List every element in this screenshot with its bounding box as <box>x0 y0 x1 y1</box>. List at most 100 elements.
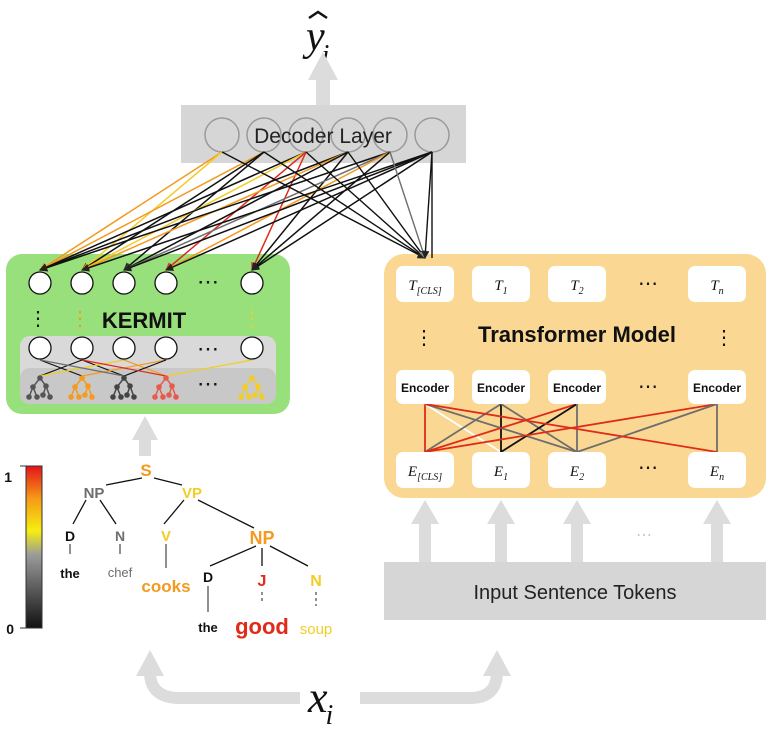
input-label: xi <box>307 673 333 731</box>
kermit-inner-line <box>81 359 125 377</box>
output-token: T1 <box>472 266 530 302</box>
subtree-node <box>37 375 43 381</box>
decoder-to-transformer-arrow <box>221 151 426 259</box>
svg-text:yi: yi <box>302 14 329 71</box>
tree-word-chef: chef <box>108 565 133 580</box>
subtree-node <box>160 394 166 400</box>
tree-node-J: J <box>258 573 267 590</box>
input-token-arrow <box>487 500 515 562</box>
subtree-node <box>121 375 127 381</box>
tree-word-the: the <box>60 566 80 581</box>
embedding-token-box <box>548 452 606 488</box>
input-tokens-label: Input Sentence Tokens <box>473 582 676 604</box>
tree-node-D: D <box>65 528 75 544</box>
encoder-label: Encoder <box>553 381 601 395</box>
tree-to-kermit-arrow <box>132 416 158 456</box>
subtree-node <box>110 394 116 400</box>
kermit-mid-ellipsis: ⋯ <box>197 336 219 361</box>
input-token-arrow <box>563 500 591 562</box>
subtree-node <box>131 394 137 400</box>
subtree-node <box>156 384 162 390</box>
svg-text:xi: xi <box>307 673 333 731</box>
tree-node-S: S <box>140 461 151 480</box>
subtree-node <box>118 394 124 400</box>
decoder-to-transformer-arrow <box>421 151 433 259</box>
tree-node-N: N <box>115 528 125 544</box>
subtree-node <box>249 375 255 381</box>
encoder-box <box>472 370 530 404</box>
subtree-node <box>79 375 85 381</box>
embedding-token-box <box>688 452 746 488</box>
input-arrow-head <box>487 500 515 524</box>
encoder-block: Encoder <box>396 370 454 404</box>
subtree-node <box>252 392 258 398</box>
decoder-to-kermit-arrow <box>251 151 391 271</box>
kermit-inner-line <box>39 359 125 377</box>
encoder-box <box>396 370 454 404</box>
kermit-top-neuron <box>28 271 52 295</box>
input-arrow-head <box>411 500 439 524</box>
decoder-to-transformer-arrow <box>263 151 426 259</box>
output-token-box <box>548 266 606 302</box>
tree-node-V: V <box>161 528 171 545</box>
output-token: T[CLS] <box>396 266 454 302</box>
input-token-arrow <box>703 500 731 562</box>
encoder-block: Encoder <box>472 370 530 404</box>
encoder-box <box>688 370 746 404</box>
kermit-top-neuron <box>240 271 264 295</box>
subtree-node <box>238 394 244 400</box>
encoder-connection-line <box>424 403 578 453</box>
kermit-top-neuron <box>70 271 94 295</box>
input-arrow-head <box>563 500 591 524</box>
kermit-vdots-yellow: ⋮ <box>242 308 262 330</box>
encoder-block: Encoder <box>548 370 606 404</box>
subtree-node <box>40 392 46 398</box>
kermit-inner-connections <box>39 359 253 377</box>
input-sentence-tokens-box: Input Sentence Tokens <box>384 562 766 620</box>
output-token-box <box>688 266 746 302</box>
output-token-label: T2 <box>570 278 583 297</box>
subtree-node <box>82 392 88 398</box>
embedding-token-label: En <box>709 464 724 483</box>
decoder-to-kermit-arrow <box>123 151 433 272</box>
kermit-tree-ellipsis: ⋯ <box>197 371 219 396</box>
encoder-connection-line <box>576 403 718 453</box>
tree-node-VP: VP <box>182 485 202 502</box>
decoder-label: Decoder Layer <box>254 125 392 148</box>
subtree-node <box>114 384 120 390</box>
output-token-box <box>396 266 454 302</box>
embedding-ellipsis: ⋯ <box>638 457 658 479</box>
decoder-to-kermit-arrow <box>39 151 223 271</box>
input-arrow-shaft <box>495 520 507 562</box>
input-arrow-shaft <box>419 520 431 562</box>
encoder-connection-line <box>424 403 502 453</box>
decoder-to-transformer-arrow <box>389 151 427 259</box>
subtree-node <box>163 375 169 381</box>
input-arrows-ellipsis: ⋯ <box>636 527 652 544</box>
kermit-mid-neuron <box>70 336 94 360</box>
kermit-mid-neuron <box>112 336 136 360</box>
kermit-vdots-orange: ⋮ <box>70 308 90 330</box>
kermit-vdots-left: ⋮ <box>28 308 48 330</box>
input-split-arrows <box>136 650 511 704</box>
subtree-node <box>76 394 82 400</box>
output-token-box <box>472 266 530 302</box>
colorbar: 1 0 <box>4 465 43 637</box>
decoder-to-kermit-arrow <box>123 151 349 271</box>
decoder-to-kermit-arrow <box>251 151 433 271</box>
encoder-connections <box>424 403 718 453</box>
decoder-to-kermit-arrow <box>165 151 433 271</box>
encoder-label: Encoder <box>401 381 449 395</box>
input-arrow-shaft <box>711 520 723 562</box>
output-token-label: T1 <box>494 278 507 297</box>
subtree-node <box>72 384 78 390</box>
kermit-inner-line <box>39 359 83 377</box>
kermit-top-neuron <box>112 271 136 295</box>
input-token-arrows <box>411 500 731 562</box>
embedding-token-box <box>472 452 530 488</box>
kermit-inner-line <box>165 359 253 377</box>
